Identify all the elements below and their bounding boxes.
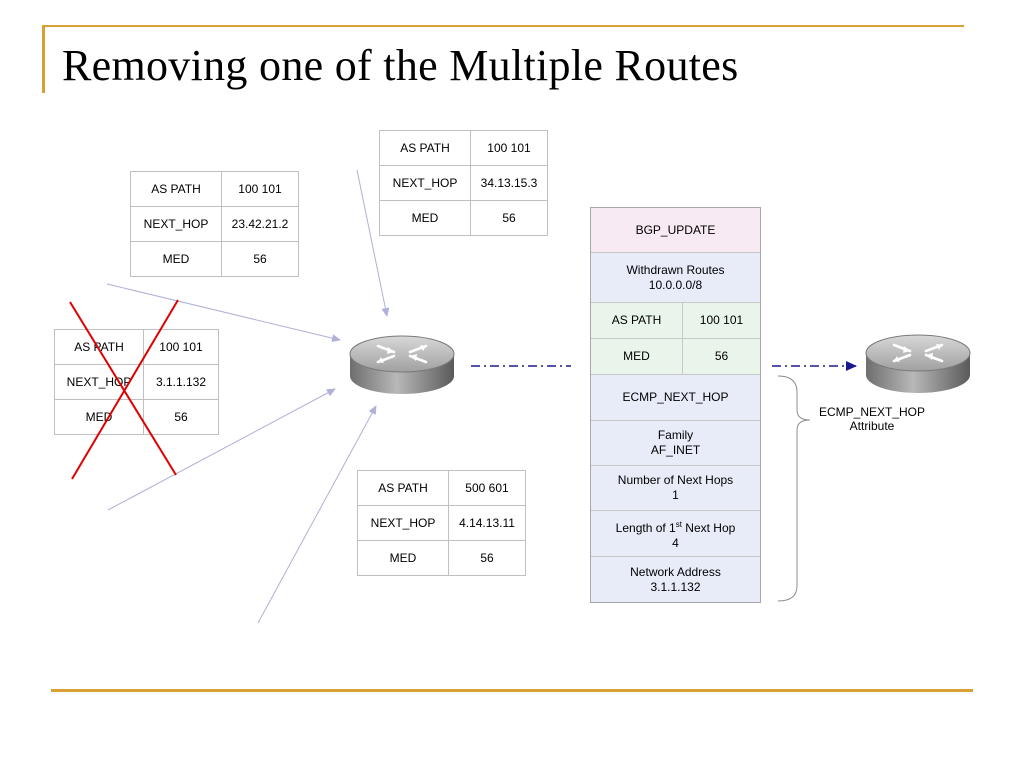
- route-table-upper-left: AS PATH 100 101 NEXT_HOP 23.42.21.2 MED …: [130, 171, 299, 277]
- attr-value: 34.13.15.3: [470, 165, 548, 201]
- as-path-label: AS PATH: [591, 303, 683, 338]
- table-row: NEXT_HOP 34.13.15.3: [379, 165, 548, 201]
- attr-name: AS PATH: [54, 329, 144, 365]
- ecmp-attribute-label: ECMP_NEXT_HOP Attribute: [808, 405, 936, 433]
- top-rule: [42, 25, 964, 27]
- attr-name: AS PATH: [357, 470, 449, 506]
- ecmp-next-hop-cell: ECMP_NEXT_HOP: [591, 375, 760, 421]
- attr-name: MED: [130, 241, 222, 277]
- withdrawn-routes-label: Withdrawn Routes: [626, 262, 725, 277]
- number-of-next-hops-label: Number of Next Hops: [617, 473, 734, 487]
- attr-name: MED: [357, 540, 449, 576]
- as-path-row: AS PATH 100 101: [591, 303, 760, 339]
- family-label: Family: [657, 428, 694, 442]
- as-path-value: 100 101: [699, 313, 744, 327]
- med-row: MED 56: [591, 339, 760, 375]
- ecmp-next-hop-label: ECMP_NEXT_HOP: [622, 390, 729, 404]
- attr-name: NEXT_HOP: [54, 364, 144, 400]
- ecmp-attribute-line1: ECMP_NEXT_HOP: [818, 405, 926, 419]
- attr-value: 100 101: [221, 171, 299, 207]
- bgp-update-header: BGP_UPDATE: [591, 208, 760, 253]
- route-arrow-bottom: [257, 405, 377, 624]
- table-row: MED 56: [130, 241, 299, 277]
- route-table-bottom: AS PATH 500 601 NEXT_HOP 4.14.13.11 MED …: [357, 470, 526, 576]
- table-row: AS PATH 100 101: [54, 329, 219, 365]
- length-label-text: Length of 1: [615, 520, 676, 535]
- network-address-cell: Network Address 3.1.1.132: [591, 557, 760, 602]
- family-cell: Family AF_INET: [591, 421, 760, 466]
- family-value: AF_INET: [650, 443, 701, 457]
- ecmp-attribute-line2: Attribute: [849, 419, 895, 433]
- attr-name: MED: [379, 200, 471, 236]
- title-accent-bar: [42, 25, 45, 93]
- table-row: NEXT_HOP 23.42.21.2: [130, 206, 299, 242]
- attr-name: NEXT_HOP: [357, 505, 449, 541]
- ecmp-brace: [777, 375, 811, 602]
- route-table-withdrawn: AS PATH 100 101 NEXT_HOP 3.1.1.132 MED 5…: [54, 329, 219, 435]
- attr-value: 56: [470, 200, 548, 236]
- network-address-value: 3.1.1.132: [650, 579, 701, 594]
- route-table-top: AS PATH 100 101 NEXT_HOP 34.13.15.3 MED …: [379, 130, 548, 236]
- attr-value: 56: [448, 540, 526, 576]
- number-of-next-hops-cell: Number of Next Hops 1: [591, 466, 760, 511]
- bottom-rule: [51, 689, 973, 692]
- length-label-tail: Next Hop: [681, 520, 736, 535]
- withdrawn-routes-value: 10.0.0.0/8: [648, 277, 703, 292]
- attr-name: MED: [54, 399, 144, 435]
- attr-value: 100 101: [470, 130, 548, 166]
- table-row: MED 56: [379, 200, 548, 236]
- attr-value: 56: [143, 399, 219, 435]
- attr-value: 56: [221, 241, 299, 277]
- bgp-update-header-label: BGP_UPDATE: [635, 222, 716, 237]
- next-hop-length-value: 4: [672, 535, 679, 550]
- route-arrow-top: [356, 169, 390, 317]
- table-row: AS PATH 500 601: [357, 470, 526, 506]
- table-row: MED 56: [357, 540, 526, 576]
- table-row: MED 56: [54, 399, 219, 435]
- router-icon: [865, 334, 971, 393]
- attr-name: NEXT_HOP: [379, 165, 471, 201]
- next-hop-length-label: Length of 1st Next Hop: [616, 517, 736, 536]
- attr-name: AS PATH: [130, 171, 222, 207]
- bgp-update-message: BGP_UPDATE Withdrawn Routes 10.0.0.0/8 A…: [590, 207, 761, 603]
- router-icon: [349, 335, 455, 394]
- attr-value: 23.42.21.2: [221, 206, 299, 242]
- attr-name: NEXT_HOP: [130, 206, 222, 242]
- attr-value: 500 601: [448, 470, 526, 506]
- next-hop-length-cell: Length of 1st Next Hop 4: [591, 511, 760, 557]
- page-title: Removing one of the Multiple Routes: [62, 41, 739, 90]
- table-row: AS PATH 100 101: [379, 130, 548, 166]
- attr-name: AS PATH: [379, 130, 471, 166]
- table-row: NEXT_HOP 3.1.1.132: [54, 364, 219, 400]
- number-of-next-hops-value: 1: [672, 488, 679, 502]
- med-label: MED: [591, 339, 683, 374]
- withdrawn-routes-cell: Withdrawn Routes 10.0.0.0/8: [591, 253, 760, 303]
- length-label-sup: st: [675, 519, 682, 529]
- table-row: AS PATH 100 101: [130, 171, 299, 207]
- attr-value: 3.1.1.132: [143, 364, 219, 400]
- route-arrow-lower-left: [107, 388, 336, 511]
- attr-value: 100 101: [143, 329, 219, 365]
- attr-value: 4.14.13.11: [448, 505, 526, 541]
- med-value: 56: [714, 349, 729, 363]
- route-arrow-upper-left: [106, 283, 341, 343]
- table-row: NEXT_HOP 4.14.13.11: [357, 505, 526, 541]
- network-address-label: Network Address: [630, 564, 721, 579]
